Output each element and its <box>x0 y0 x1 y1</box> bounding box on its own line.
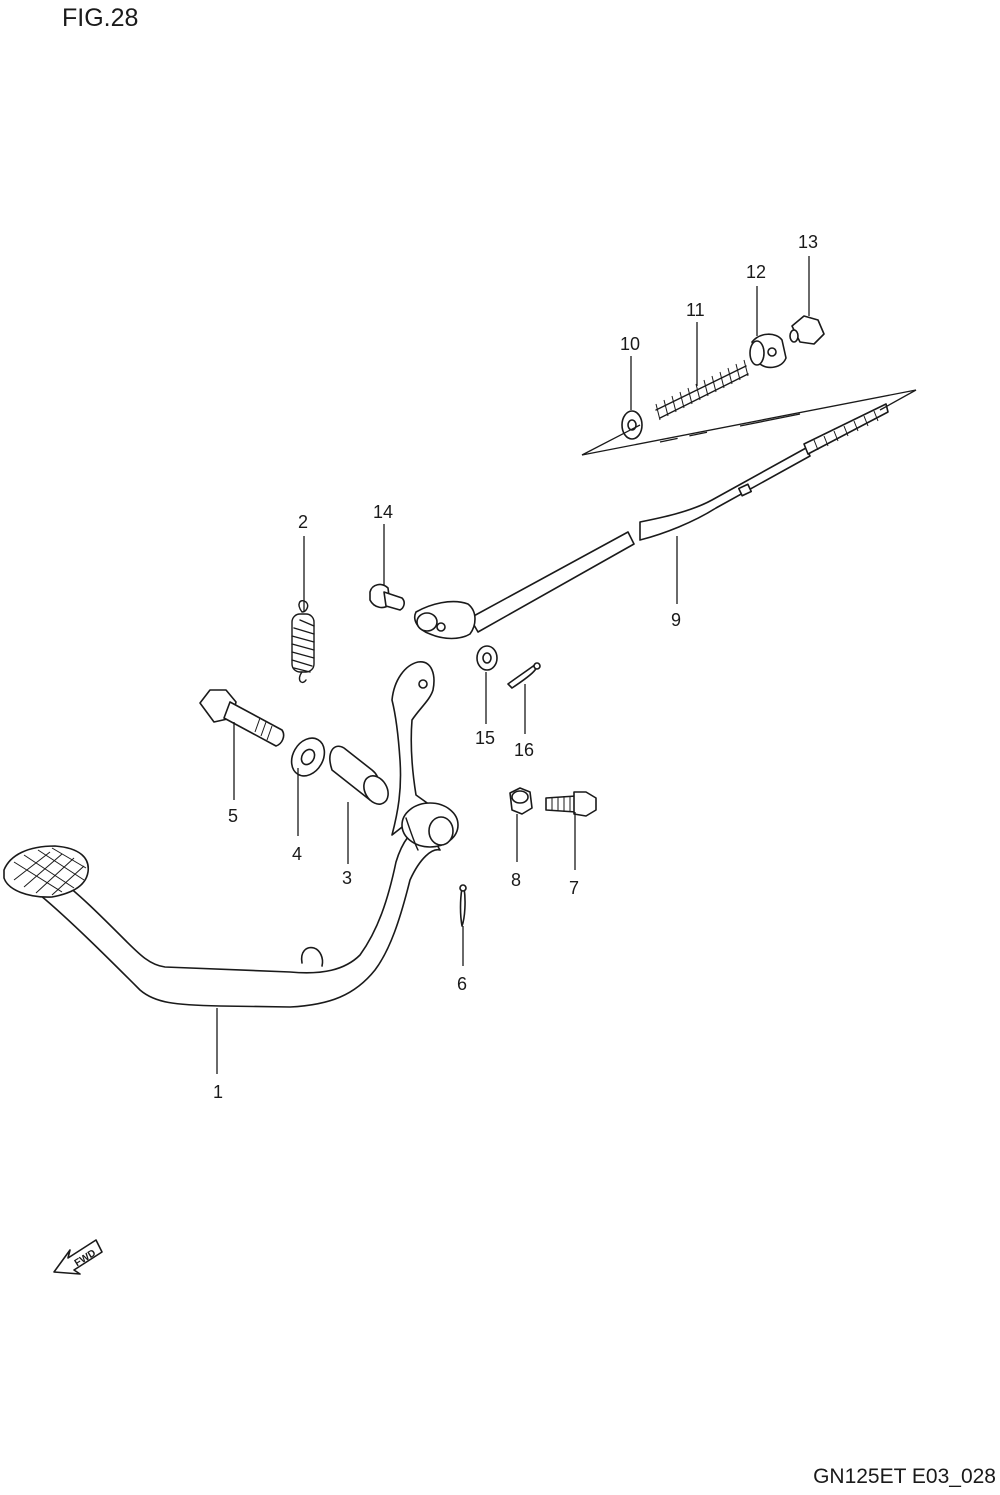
callout-15: 15 <box>475 728 495 748</box>
callout-4: 4 <box>292 844 302 864</box>
brake-rod-spring <box>655 359 749 421</box>
clevis-washer <box>476 645 498 671</box>
rod-nut <box>509 787 533 815</box>
callout-14: 14 <box>373 502 393 522</box>
figure-title: FIG.28 <box>62 4 139 32</box>
callout-16: 16 <box>514 740 534 760</box>
pivot-bushing <box>329 745 389 805</box>
callout-13: 13 <box>798 232 818 252</box>
brake-rod <box>414 403 889 640</box>
washer <box>290 737 326 777</box>
rod-bolt <box>545 791 597 817</box>
callout-11: 11 <box>686 300 705 320</box>
leader-lines <box>216 256 810 1074</box>
callout-10: 10 <box>620 334 640 354</box>
callout-12: 12 <box>746 262 766 282</box>
callout-9: 9 <box>671 610 681 630</box>
pivot-bolt <box>199 689 285 747</box>
cotter-pin-lower <box>459 884 467 927</box>
callout-numbers: 1 2 3 4 5 6 7 8 9 10 11 12 13 14 15 16 <box>213 232 818 1102</box>
callout-1: 1 <box>213 1082 223 1102</box>
callout-3: 3 <box>342 868 352 888</box>
callout-2: 2 <box>298 512 308 532</box>
assembly-plane-indicator <box>581 389 917 456</box>
callout-8: 8 <box>511 870 521 890</box>
clevis-pin <box>369 583 405 611</box>
rod-joint <box>749 333 787 369</box>
callout-6: 6 <box>457 974 467 994</box>
callout-5: 5 <box>228 806 238 826</box>
forward-direction-arrow: FWD <box>53 1239 103 1275</box>
diagram-code: GN125ET E03_028 <box>813 1465 996 1488</box>
brake-pedal <box>3 661 459 1008</box>
cotter-pin-upper <box>507 662 541 689</box>
adjusting-nut <box>789 315 825 345</box>
return-spring <box>291 600 315 684</box>
callout-7: 7 <box>569 878 579 898</box>
